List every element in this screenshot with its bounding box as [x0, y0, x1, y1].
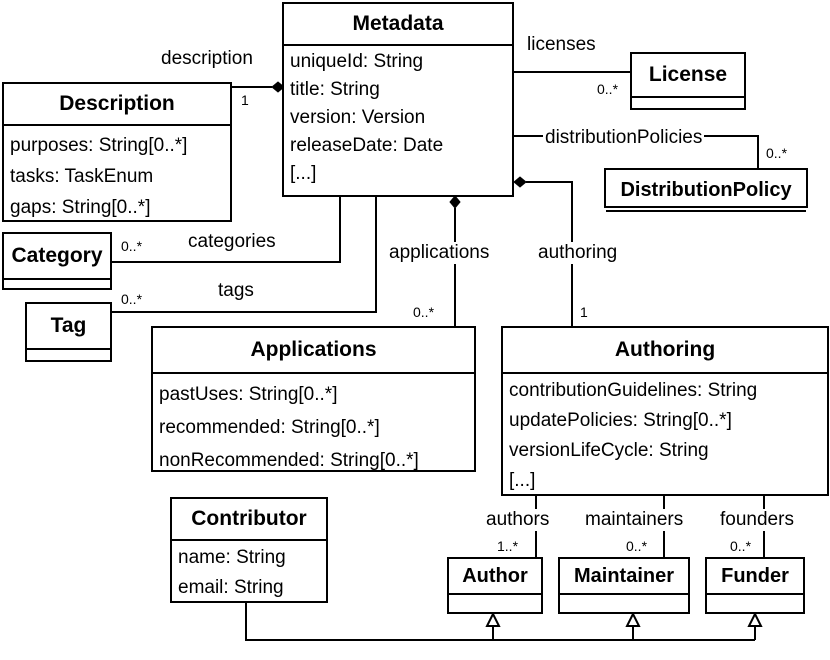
- categories-association-line: [112, 197, 341, 263]
- tags-multiplicity: 0..*: [121, 291, 143, 307]
- authoring-composition-diamond: [513, 176, 527, 188]
- applications-attributes: pastUses: String[0..*] recommended: Stri…: [153, 374, 474, 477]
- authoring-attribute: [...]: [509, 470, 536, 491]
- applications-multiplicity: 0..*: [413, 304, 435, 320]
- applications-class-name: Applications: [153, 328, 474, 374]
- authoring-attribute: versionLifeCycle: String: [509, 440, 709, 461]
- author-class-name: Author: [449, 559, 541, 595]
- authoring-role-label: authoring: [536, 242, 620, 264]
- applications-attribute: recommended: String[0..*]: [159, 417, 380, 438]
- applications-class: Applications pastUses: String[0..*] reco…: [151, 326, 476, 472]
- metadata-attributes: uniqueId: String title: String version: …: [284, 46, 512, 188]
- maintainers-role-label: maintainers: [583, 509, 686, 531]
- founders-multiplicity: 0..*: [730, 538, 752, 554]
- license-class: License: [630, 52, 746, 110]
- authoring-class-name: Authoring: [503, 328, 827, 374]
- maintainer-generalization-arrowhead: [625, 611, 641, 627]
- funder-class-name: Funder: [707, 559, 803, 595]
- category-class: Category: [2, 232, 112, 290]
- author-generalization-arrowhead: [485, 611, 501, 627]
- authoring-class: Authoring contributionGuidelines: String…: [501, 326, 829, 496]
- tags-role-label: tags: [218, 280, 254, 301]
- distribution-policy-class: DistributionPolicy: [604, 168, 808, 212]
- license-class-name: License: [632, 54, 744, 98]
- contributor-attribute: name: String: [178, 547, 286, 568]
- applications-attribute: pastUses: String[0..*]: [159, 384, 338, 405]
- applications-role-label: applications: [387, 242, 492, 264]
- description-attribute: gaps: String[0..*]: [10, 197, 151, 218]
- metadata-class-name: Metadata: [284, 4, 512, 46]
- distribution-policies-role-label: distributionPolicies: [543, 127, 705, 149]
- metadata-attribute: uniqueId: String: [290, 51, 424, 72]
- description-attribute: tasks: TaskEnum: [10, 166, 154, 187]
- description-class: Description purposes: String[0..*] tasks…: [2, 82, 232, 222]
- contributor-class-name: Contributor: [172, 499, 326, 541]
- contributor-class: Contributor name: String email: String: [170, 497, 328, 603]
- licenses-multiplicity: 0..*: [597, 81, 619, 97]
- authoring-association-line: [526, 181, 573, 326]
- authoring-attributes: contributionGuidelines: String updatePol…: [503, 374, 827, 496]
- description-multiplicity: 1: [241, 92, 249, 108]
- description-class-name: Description: [4, 84, 230, 126]
- authors-multiplicity: 1..*: [497, 538, 519, 554]
- description-attributes: purposes: String[0..*] tasks: TaskEnum g…: [4, 126, 230, 223]
- funder-generalization-arrowhead: [747, 611, 763, 627]
- generalization-line: [245, 603, 755, 641]
- maintainer-class-name: Maintainer: [560, 559, 688, 595]
- authors-role-label: authors: [484, 509, 552, 531]
- metadata-attribute: releaseDate: Date: [290, 135, 444, 156]
- categories-role-label: categories: [188, 231, 276, 252]
- metadata-class: Metadata uniqueId: String title: String …: [282, 2, 514, 197]
- authoring-attribute: updatePolicies: String[0..*]: [509, 410, 732, 431]
- metadata-attribute: [...]: [290, 163, 317, 184]
- description-composition-diamond: [271, 81, 285, 93]
- metadata-attribute: title: String: [290, 79, 380, 100]
- maintainer-class: Maintainer: [558, 557, 690, 614]
- applications-attribute: nonRecommended: String[0..*]: [159, 450, 419, 471]
- funder-class: Funder: [705, 557, 805, 614]
- applications-composition-diamond: [449, 195, 461, 209]
- tags-association-line: [112, 197, 377, 313]
- maintainers-multiplicity: 0..*: [626, 538, 648, 554]
- description-role-label: description: [161, 48, 253, 69]
- description-attribute: purposes: String[0..*]: [10, 135, 188, 156]
- distribution-policies-multiplicity: 0..*: [766, 145, 788, 161]
- contributor-attribute: email: String: [178, 577, 284, 598]
- distribution-policy-class-name: DistributionPolicy: [606, 170, 806, 212]
- contributor-attributes: name: String email: String: [172, 541, 326, 603]
- tag-class: Tag: [25, 302, 112, 362]
- founders-role-label: founders: [718, 509, 796, 531]
- tag-class-name: Tag: [27, 304, 110, 350]
- categories-multiplicity: 0..*: [121, 238, 143, 254]
- authoring-multiplicity: 1: [580, 304, 588, 320]
- metadata-attribute: version: Version: [290, 107, 426, 128]
- authoring-attribute: contributionGuidelines: String: [509, 380, 758, 401]
- author-class: Author: [447, 557, 543, 614]
- licenses-role-label: licenses: [527, 34, 596, 55]
- category-class-name: Category: [4, 234, 110, 280]
